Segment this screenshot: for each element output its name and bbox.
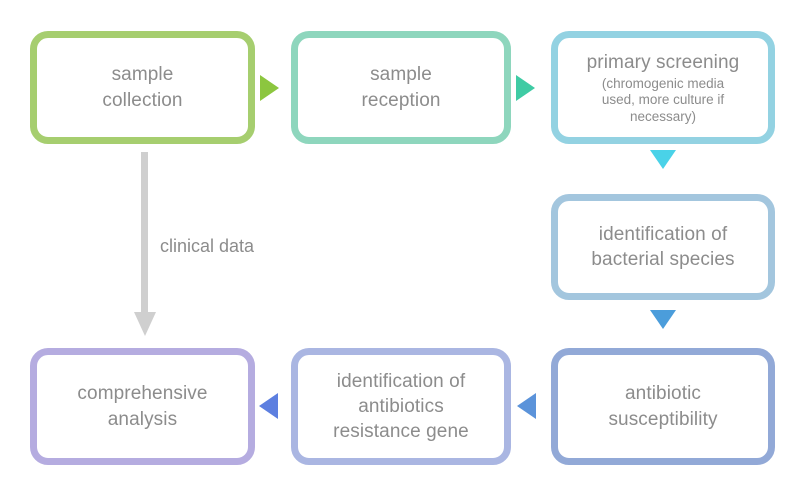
node-sample-collection[interactable]: sample collection	[30, 31, 255, 144]
node-resistance-gene-label: identification of antibiotics resistance…	[333, 370, 469, 443]
node-sample-reception-label: sample reception	[361, 64, 441, 111]
node-primary-screening-label: primary screening	[586, 52, 740, 74]
triangle-down-icon-species-to-susceptibility	[650, 310, 676, 329]
node-comprehensive-analysis[interactable]: comprehensive analysis	[30, 348, 255, 465]
node-resistance-gene[interactable]: identification of antibiotics resistance…	[291, 348, 511, 465]
node-bacterial-species[interactable]: identification of bacterial species	[551, 194, 775, 300]
triangle-right-icon-collection-to-reception	[260, 75, 279, 101]
node-comprehensive-analysis-label: comprehensive analysis	[77, 383, 208, 430]
node-sample-reception[interactable]: sample reception	[291, 31, 511, 144]
node-sample-collection-label: sample collection	[102, 64, 183, 111]
node-antibiotic-susceptibility-label: antibiotic susceptibility	[608, 383, 718, 430]
triangle-down-icon-screening-to-species	[650, 150, 676, 169]
clinical-data-label: clinical data	[160, 236, 255, 256]
node-primary-screening-sublabel: (chromogenic media used, more culture if…	[601, 76, 725, 124]
node-antibiotic-susceptibility[interactable]: antibiotic susceptibility	[551, 348, 775, 465]
triangle-left-icon-gene-to-analysis	[259, 393, 278, 419]
node-bacterial-species-label: identification of bacterial species	[591, 223, 735, 270]
triangle-left-icon-susceptibility-to-gene	[517, 393, 536, 419]
triangle-right-icon-reception-to-screening	[516, 75, 535, 101]
clinical-data-arrow	[134, 152, 156, 342]
clinical-data-arrow-stem	[141, 152, 148, 314]
node-primary-screening[interactable]: primary screening (chromogenic media use…	[551, 31, 775, 144]
triangle-down-icon-clinical-data	[134, 312, 156, 336]
